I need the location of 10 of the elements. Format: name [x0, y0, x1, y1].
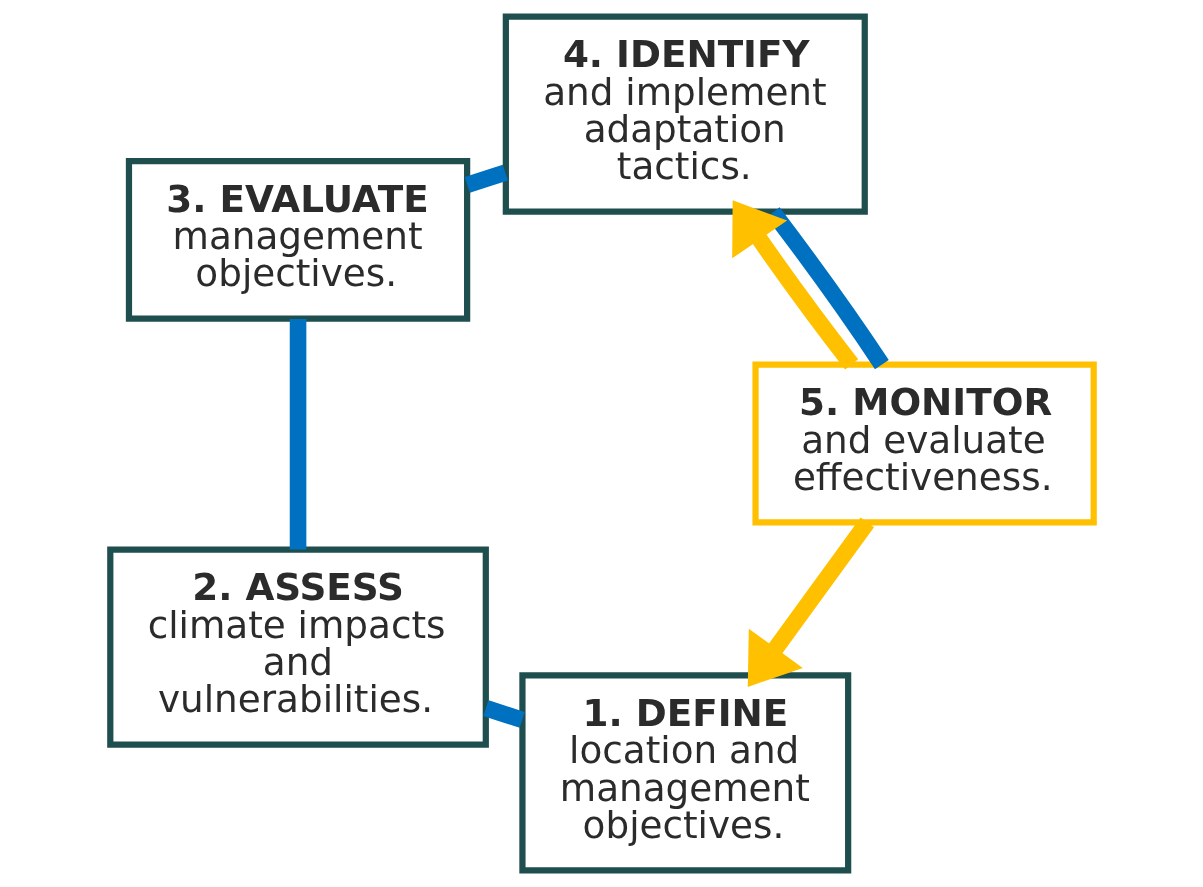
arrow [747, 517, 874, 687]
arrow [731, 200, 858, 370]
node-box: 2. ASSESS climate impacts and vulnerabilities. [106, 546, 489, 748]
node-box: 1. DEFINE location and management objectives. [518, 672, 851, 874]
connector [289, 318, 306, 550]
node-box: 5. MONITOR and evaluate effectiveness. [751, 361, 1097, 526]
connector [482, 700, 525, 728]
node-box: 3. EVALUATE management objectives. [125, 157, 470, 322]
node-box: 4. IDENTIFY and implement adaptation tactics. [502, 13, 868, 215]
connector [464, 164, 508, 193]
